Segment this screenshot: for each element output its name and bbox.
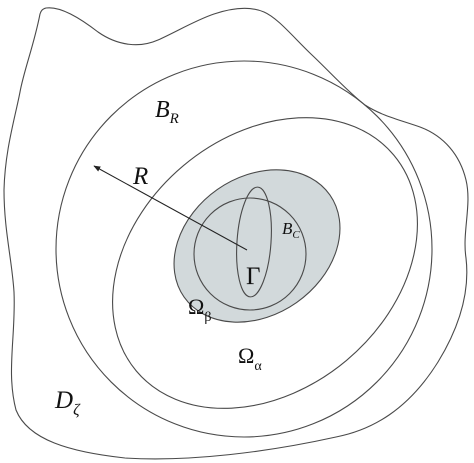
- label-b-c: BC: [282, 219, 300, 241]
- ball-b-c: [193, 197, 307, 311]
- ball-b-r: [55, 60, 433, 438]
- label-gamma: Γ: [246, 263, 260, 290]
- outer-domain-boundary: [3, 7, 469, 460]
- omega-beta-region: [173, 169, 341, 323]
- label-d-zeta: Dζ: [54, 387, 81, 419]
- label-radius: R: [132, 163, 148, 190]
- omega-alpha-region: [112, 117, 418, 409]
- label-b-r: BR: [155, 97, 179, 127]
- obstacle-gamma: [236, 186, 272, 298]
- radius-arrow: [93, 165, 248, 251]
- label-omega-alpha: Ωα: [238, 343, 262, 374]
- label-omega-beta: Ωβ: [188, 294, 211, 325]
